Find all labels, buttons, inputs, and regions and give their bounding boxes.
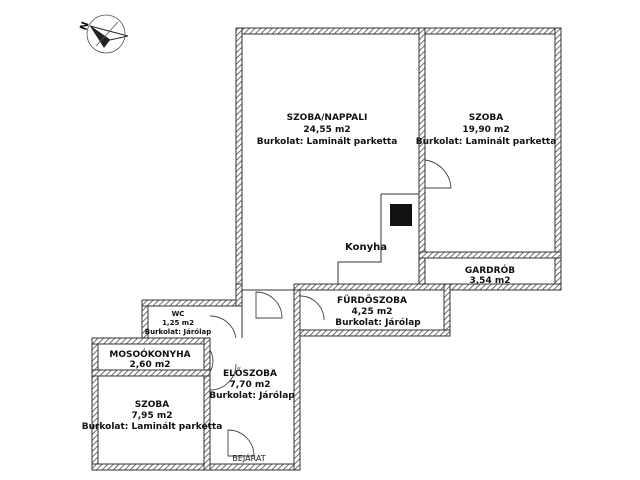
room-area: 1,25 m2 bbox=[162, 319, 194, 327]
room-wc: WC 1,25 m2 Burkolat: Járólap bbox=[145, 310, 211, 336]
stove-icon bbox=[390, 204, 412, 226]
room-szoba-nappali: SZOBA/NAPPALI 24,55 m2 Burkolat: Laminál… bbox=[257, 113, 398, 147]
door-icon bbox=[255, 291, 283, 319]
room-area: 24,55 m2 bbox=[303, 125, 350, 135]
room-name: FÜRDŐSZOBA bbox=[337, 295, 407, 306]
room-name: SZOBA/NAPPALI bbox=[287, 113, 368, 123]
room-name: GARDRÓB bbox=[465, 264, 515, 276]
room-area: 19,90 m2 bbox=[462, 125, 509, 135]
kitchen-label: Konyha bbox=[345, 242, 387, 253]
room-area: 2,60 m2 bbox=[130, 360, 171, 370]
room-szoba-1: SZOBA 19,90 m2 Burkolat: Laminált parket… bbox=[416, 113, 557, 147]
entrance-label: BEJÁRAT bbox=[232, 452, 265, 463]
room-area: 4,25 m2 bbox=[352, 307, 393, 317]
room-name: WC bbox=[172, 310, 185, 318]
room-floor: Burkolat: Járólap bbox=[335, 317, 421, 328]
interior-lines bbox=[148, 193, 420, 339]
door-icon bbox=[299, 295, 325, 321]
room-gardrob: GARDRÓB 3,54 m2 bbox=[465, 264, 515, 286]
room-floor: Burkolat: Laminált parketta bbox=[416, 137, 557, 147]
room-floor: Burkolat: Járólap bbox=[145, 328, 211, 336]
room-floor: Burkolat: Laminált parketta bbox=[82, 422, 223, 432]
room-name: SZOBA bbox=[135, 400, 170, 410]
door-icon bbox=[209, 315, 237, 339]
room-name: SZOBA bbox=[469, 113, 504, 123]
room-name: ELŐSZOBA bbox=[223, 368, 277, 379]
door-icon bbox=[209, 349, 214, 373]
room-area: 3,54 m2 bbox=[470, 276, 511, 286]
room-eloszoba: ELŐSZOBA 7,70 m2 Burkolat: Járólap bbox=[209, 368, 295, 401]
room-floor: Burkolat: Laminált parketta bbox=[257, 137, 398, 147]
north-label: N bbox=[78, 20, 91, 32]
door-icon bbox=[209, 363, 237, 391]
room-mosokonyha: MOSOÓKONYHA 2,60 m2 bbox=[109, 348, 190, 370]
room-name: MOSOÓKONYHA bbox=[109, 348, 190, 360]
entrance-door-icon bbox=[227, 429, 255, 457]
north-arrow-icon: N bbox=[78, 14, 129, 54]
room-area: 7,70 m2 bbox=[230, 380, 271, 390]
room-furdoszoba: FÜRDŐSZOBA 4,25 m2 Burkolat: Járólap bbox=[335, 295, 421, 328]
door-icon bbox=[424, 159, 452, 189]
doors bbox=[209, 159, 452, 457]
room-area: 7,95 m2 bbox=[132, 411, 173, 421]
room-floor: Burkolat: Járólap bbox=[209, 390, 295, 401]
room-szoba-2: SZOBA 7,95 m2 Burkolat: Laminált parkett… bbox=[82, 400, 223, 432]
